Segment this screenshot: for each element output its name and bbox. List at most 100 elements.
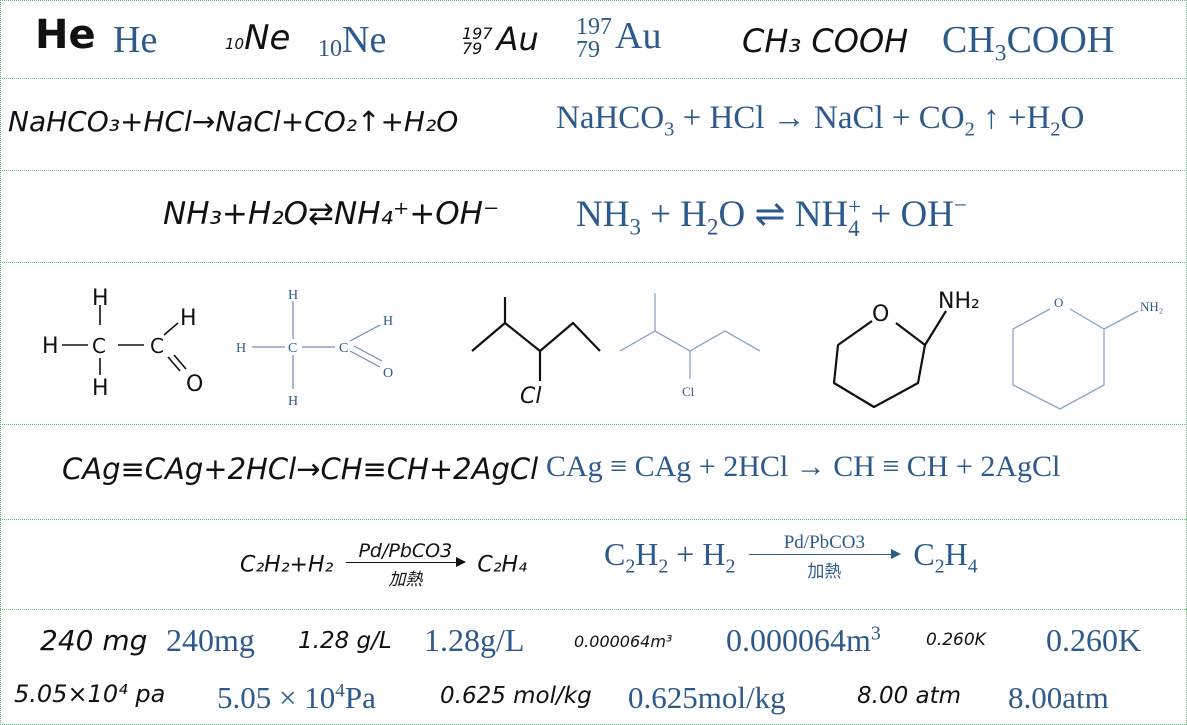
quantity-atm-handwritten: 8.00 atm xyxy=(857,683,962,709)
aminooxane-typeset xyxy=(1012,308,1139,410)
eq-part: + OH xyxy=(861,194,954,235)
eq-part: H xyxy=(635,535,659,572)
hw-atom: H xyxy=(42,334,59,359)
quantity-pa-handwritten: 5.05×10⁴ pa xyxy=(14,680,166,708)
eq-part: O ⇌ NH xyxy=(718,194,849,235)
eq-sub: 4 xyxy=(967,555,978,578)
he-typeset: He xyxy=(113,19,158,61)
acetic-part: CH xyxy=(942,19,995,61)
row-divider xyxy=(0,519,1187,520)
quantity-m3-typeset: 0.000064m3 xyxy=(726,622,881,659)
au-hw-mass: 197 xyxy=(462,23,493,43)
acetic-acid-typeset: CH3COOH xyxy=(942,18,1114,68)
acetic-part: COOH xyxy=(1006,19,1115,61)
eq-sup: − xyxy=(953,192,967,218)
quantity-mg-typeset: 240mg xyxy=(166,622,255,658)
row-divider xyxy=(0,170,1187,171)
quantity-atm-typeset: 8.00atm xyxy=(1008,680,1109,715)
unit-sup: 3 xyxy=(870,622,881,645)
hw-atom: O xyxy=(872,302,889,327)
hw-atom: H xyxy=(180,306,197,331)
au-hw-number: 79 xyxy=(462,39,483,58)
eq-sub: 2 xyxy=(625,555,636,578)
unit-part: 5.05 × 10 xyxy=(217,680,336,715)
hw-reaction-arrow: Pd/PbCO3 加熱 xyxy=(346,540,467,590)
acetaldehyde-typeset xyxy=(252,301,383,389)
unit-part: 0.000064m xyxy=(726,622,871,658)
eq-part: H xyxy=(944,535,968,572)
eq-sub: 3 xyxy=(629,214,641,240)
chloroalkane-handwritten xyxy=(471,297,601,381)
eq-part: + HCl → NaCl + CO xyxy=(674,100,965,136)
eq-part: NaHCO xyxy=(556,100,665,136)
tx-atom: C xyxy=(288,341,297,356)
eq-part: C xyxy=(913,535,935,572)
eq-sub: 2 xyxy=(725,555,736,578)
ammonia-equilibrium-typeset: NH3 + H2O ⇌ NH+4 + OH− xyxy=(576,192,967,240)
tx-atom: C xyxy=(339,341,348,356)
ne-hw-symbol: Ne xyxy=(244,18,291,58)
hw-eq-part: C₂H₂+H₂ xyxy=(240,552,334,578)
hw-eq-part: C₂H₄ xyxy=(477,552,527,578)
eq-part: + H xyxy=(668,535,726,572)
quantity-molkg-handwritten: 0.625 mol/kg xyxy=(440,683,592,709)
eq-sup: + xyxy=(848,193,862,219)
silver-acetylide-handwritten: CAg≡CAg+2HCl→CH≡CH+2AgCl xyxy=(62,452,539,486)
chloroalkane-typeset xyxy=(619,293,761,379)
row-divider xyxy=(0,78,1187,79)
arrow-line xyxy=(346,557,467,567)
tx-eq-right: C2H4 xyxy=(913,535,977,577)
ne-handwritten: 10Ne xyxy=(225,18,290,58)
ne-tx-symbol: Ne xyxy=(342,19,387,61)
aminooxane-handwritten xyxy=(832,310,947,409)
tx-atom: H xyxy=(288,288,298,303)
unit-part: Pa xyxy=(344,680,376,715)
quantity-pa-typeset: 5.05 × 104Pa xyxy=(217,680,376,716)
tx-atom: O xyxy=(1054,295,1063,310)
hw-catalyst: Pd/PbCO3 xyxy=(358,540,453,562)
au-tx-mass: 197 xyxy=(576,14,612,41)
reaction-baking-soda-handwritten: NaHCO₃+HCl→NaCl+CO₂↑+H₂O xyxy=(8,105,459,138)
ne-hw-number: 10 xyxy=(225,35,245,53)
au-tx-number: 79 xyxy=(576,37,600,64)
tx-catalyst: Pd/PbCO3 xyxy=(783,532,866,553)
he-handwritten: He xyxy=(35,12,96,58)
eq-part: O xyxy=(1060,100,1085,136)
hw-atom: NH₂ xyxy=(938,289,980,314)
frame-edge xyxy=(0,0,1,725)
quantity-gl-handwritten: 1.28 g/L xyxy=(298,628,392,654)
row-divider xyxy=(0,609,1187,610)
hw-condition: 加熱 xyxy=(388,570,423,590)
acetic-acid-handwritten: CH₃ COOH xyxy=(742,22,909,60)
eq-sub: 2 xyxy=(934,555,945,578)
eq-sub: 3 xyxy=(664,118,675,141)
arrow-line xyxy=(749,549,902,559)
eq-part: NH xyxy=(576,194,630,235)
row-divider xyxy=(0,262,1187,263)
eq-sub: 2 xyxy=(1050,118,1061,141)
eq-sub: 2 xyxy=(658,555,669,578)
tx-atom: H xyxy=(288,394,298,409)
hw-atom: Cl xyxy=(520,384,541,409)
row-divider xyxy=(0,424,1187,425)
quantity-gl-typeset: 1.28g/L xyxy=(424,622,525,658)
eq-part: + H xyxy=(640,194,708,235)
tx-atom: H xyxy=(383,314,393,329)
tx-condition: 加熱 xyxy=(807,562,842,581)
row-divider xyxy=(0,0,1187,1)
quantity-k-typeset: 0.260K xyxy=(1046,622,1142,658)
ammonia-equilibrium-handwritten: NH₃+H₂O⇄NH₄⁺+OH⁻ xyxy=(163,196,500,232)
structures-panel: H H C C H H O H H C C H H O Cl xyxy=(42,286,1163,410)
silver-acetylide-typeset: CAg ≡ CAg + 2HCl → CH ≡ CH + 2AgCl xyxy=(546,450,1061,483)
hw-atom: H xyxy=(92,286,109,311)
hw-atom: H xyxy=(92,376,109,401)
tx-atom: H xyxy=(236,341,246,356)
reaction-baking-soda-typeset: NaHCO3 + HCl → NaCl + CO2 ↑ +H2O xyxy=(556,100,1084,142)
quantity-molkg-typeset: 0.625mol/kg xyxy=(628,680,786,715)
ne-typeset: 10Ne xyxy=(318,18,386,63)
eq-sub: 2 xyxy=(964,118,975,141)
unit-sup: 4 xyxy=(335,680,345,702)
